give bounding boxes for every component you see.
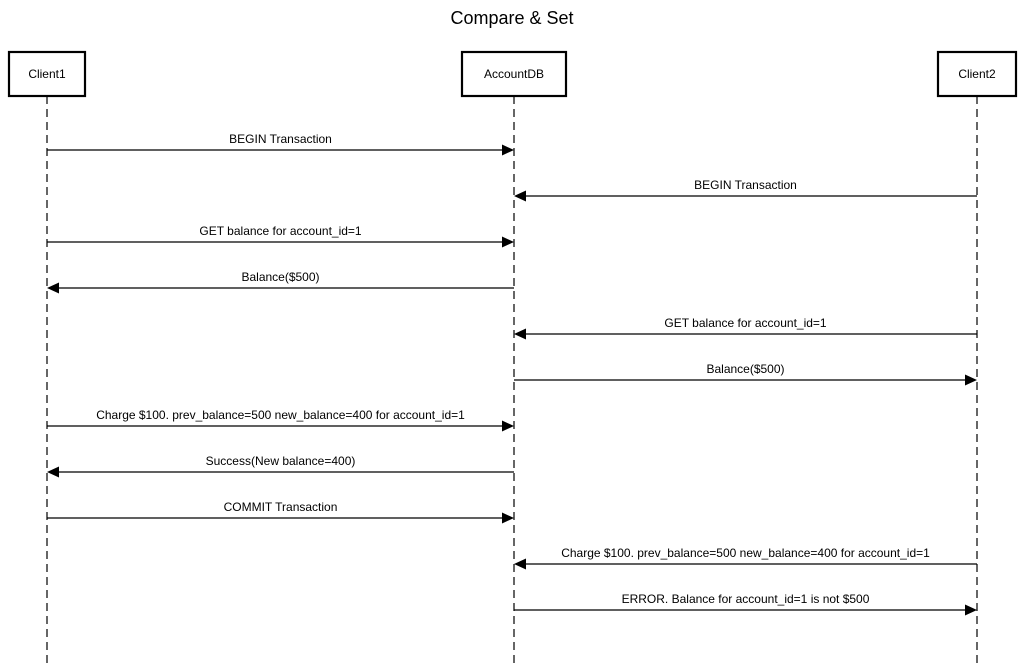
- message-1: BEGIN Transaction: [47, 132, 514, 156]
- message-11: ERROR. Balance for account_id=1 is not $…: [514, 592, 977, 616]
- message-label: Balance($500): [241, 270, 319, 284]
- arrow-head-icon: [502, 420, 514, 432]
- message-4: Balance($500): [47, 270, 514, 294]
- participant-accountdb: AccountDB: [460, 50, 568, 98]
- participant-box-client1: [7, 50, 87, 98]
- participant-box-accountdb: [460, 50, 568, 98]
- participants: Client1 AccountDB Client2: [7, 50, 1018, 98]
- message-8: Success(New balance=400): [47, 454, 514, 478]
- arrow-head-icon: [514, 328, 526, 340]
- participant-client2: Client2: [936, 50, 1018, 98]
- message-label: Charge $100. prev_balance=500 new_balanc…: [561, 546, 930, 560]
- participant-label-client2: Client2: [958, 67, 996, 81]
- message-label: BEGIN Transaction: [229, 132, 332, 146]
- message-label: COMMIT Transaction: [224, 500, 338, 514]
- message-label: Charge $100. prev_balance=500 new_balanc…: [96, 408, 465, 422]
- arrow-head-icon: [514, 190, 526, 202]
- message-5: GET balance for account_id=1: [514, 316, 977, 340]
- message-3: GET balance for account_id=1: [47, 224, 514, 248]
- participant-label-accountdb: AccountDB: [484, 67, 544, 81]
- message-label: ERROR. Balance for account_id=1 is not $…: [622, 592, 870, 606]
- arrow-head-icon: [502, 512, 514, 524]
- arrow-head-icon: [47, 282, 59, 294]
- diagram-title: Compare & Set: [450, 8, 573, 28]
- arrow-head-icon: [965, 604, 977, 616]
- message-9: COMMIT Transaction: [47, 500, 514, 524]
- message-7: Charge $100. prev_balance=500 new_balanc…: [47, 408, 514, 432]
- message-label: Success(New balance=400): [206, 454, 356, 468]
- arrow-head-icon: [502, 144, 514, 156]
- arrow-head-icon: [47, 466, 59, 478]
- participant-box-client2: [936, 50, 1018, 98]
- arrow-head-icon: [514, 558, 526, 570]
- arrow-head-icon: [965, 374, 977, 386]
- lifelines: [46, 96, 978, 666]
- participant-client1: Client1: [7, 50, 87, 98]
- message-label: Balance($500): [706, 362, 784, 376]
- message-10: Charge $100. prev_balance=500 new_balanc…: [514, 546, 977, 570]
- message-label: GET balance for account_id=1: [664, 316, 827, 330]
- message-2: BEGIN Transaction: [514, 178, 977, 202]
- participant-label-client1: Client1: [28, 67, 66, 81]
- message-6: Balance($500): [514, 362, 977, 386]
- message-label: GET balance for account_id=1: [199, 224, 362, 238]
- message-label: BEGIN Transaction: [694, 178, 797, 192]
- arrow-head-icon: [502, 236, 514, 248]
